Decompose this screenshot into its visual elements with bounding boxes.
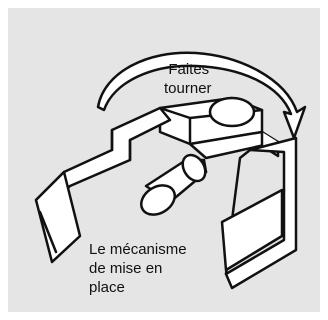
- left-flap: [34, 170, 82, 264]
- rotate-instruction-label: Faites tourner: [164, 60, 212, 98]
- left-arm: [34, 106, 172, 214]
- rotate-label-line-1: Faites: [168, 61, 210, 78]
- right-flap-panel: [220, 188, 284, 272]
- shaft-collar: [181, 153, 207, 183]
- mechanism-label: Le mécanisme de mise en place: [89, 240, 187, 297]
- rotation-arrow-icon: [96, 51, 307, 140]
- rear-boss: [208, 96, 256, 128]
- mechanism-label-line-1: Le mécanisme: [89, 241, 187, 258]
- rotate-label-line-2: tourner: [164, 80, 212, 97]
- mechanism-label-line-3: place: [89, 279, 125, 296]
- right-flap: [224, 136, 298, 290]
- mechanism-label-line-2: de mise en: [89, 260, 163, 277]
- shaft-end: [140, 184, 176, 216]
